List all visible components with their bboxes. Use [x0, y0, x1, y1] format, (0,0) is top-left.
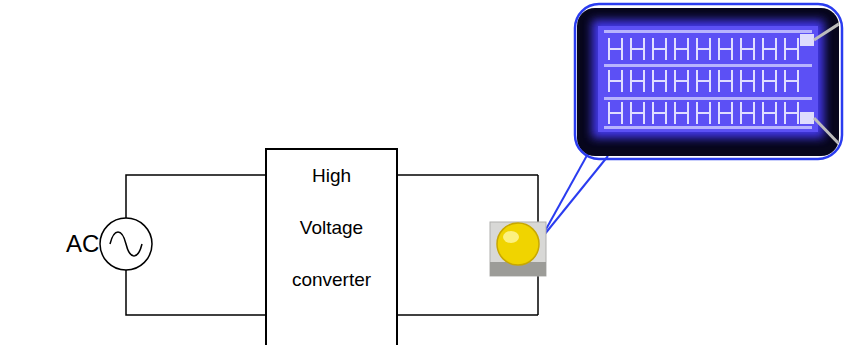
- chip-cell: [675, 102, 688, 124]
- chip-cell: [675, 38, 688, 60]
- chip-cell: [785, 38, 798, 60]
- chip-cell: [697, 38, 710, 60]
- ac-symbol: [98, 216, 154, 272]
- source-label: AC: [66, 230, 99, 258]
- ac-source: AC: [66, 216, 154, 272]
- chip-cell: [653, 70, 666, 92]
- chip-cell: [653, 102, 666, 124]
- chip-cell: [741, 38, 754, 60]
- callout-leader: [540, 150, 608, 240]
- chip-cell: [719, 38, 732, 60]
- converter-box: High Voltage converter: [265, 148, 398, 345]
- chip-cell: [719, 70, 732, 92]
- output-wires: [398, 175, 538, 315]
- callout-bubble: [575, 4, 842, 159]
- led-package: [490, 222, 546, 276]
- chip-cell: [631, 38, 644, 60]
- chip-cell: [785, 102, 798, 124]
- chip-cell: [609, 102, 622, 124]
- chip-cell: [631, 102, 644, 124]
- led-chip-photo: [577, 8, 839, 156]
- chip-cell: [719, 102, 732, 124]
- chip-cell: [631, 70, 644, 92]
- chip-cell: [763, 102, 776, 124]
- chip-cell: [763, 70, 776, 92]
- chip-cell: [741, 70, 754, 92]
- wire: [126, 175, 265, 218]
- chip-cell: [697, 102, 710, 124]
- chip-cell: [697, 70, 710, 92]
- wire: [126, 270, 265, 315]
- chip-cell: [609, 70, 622, 92]
- chip-cell: [741, 102, 754, 124]
- chip-cell: [763, 38, 776, 60]
- chip-cell: [609, 38, 622, 60]
- chip-cell: [653, 38, 666, 60]
- box-label: High Voltage converter: [286, 150, 378, 306]
- chip-cell: [785, 70, 798, 92]
- chip-cell: [675, 70, 688, 92]
